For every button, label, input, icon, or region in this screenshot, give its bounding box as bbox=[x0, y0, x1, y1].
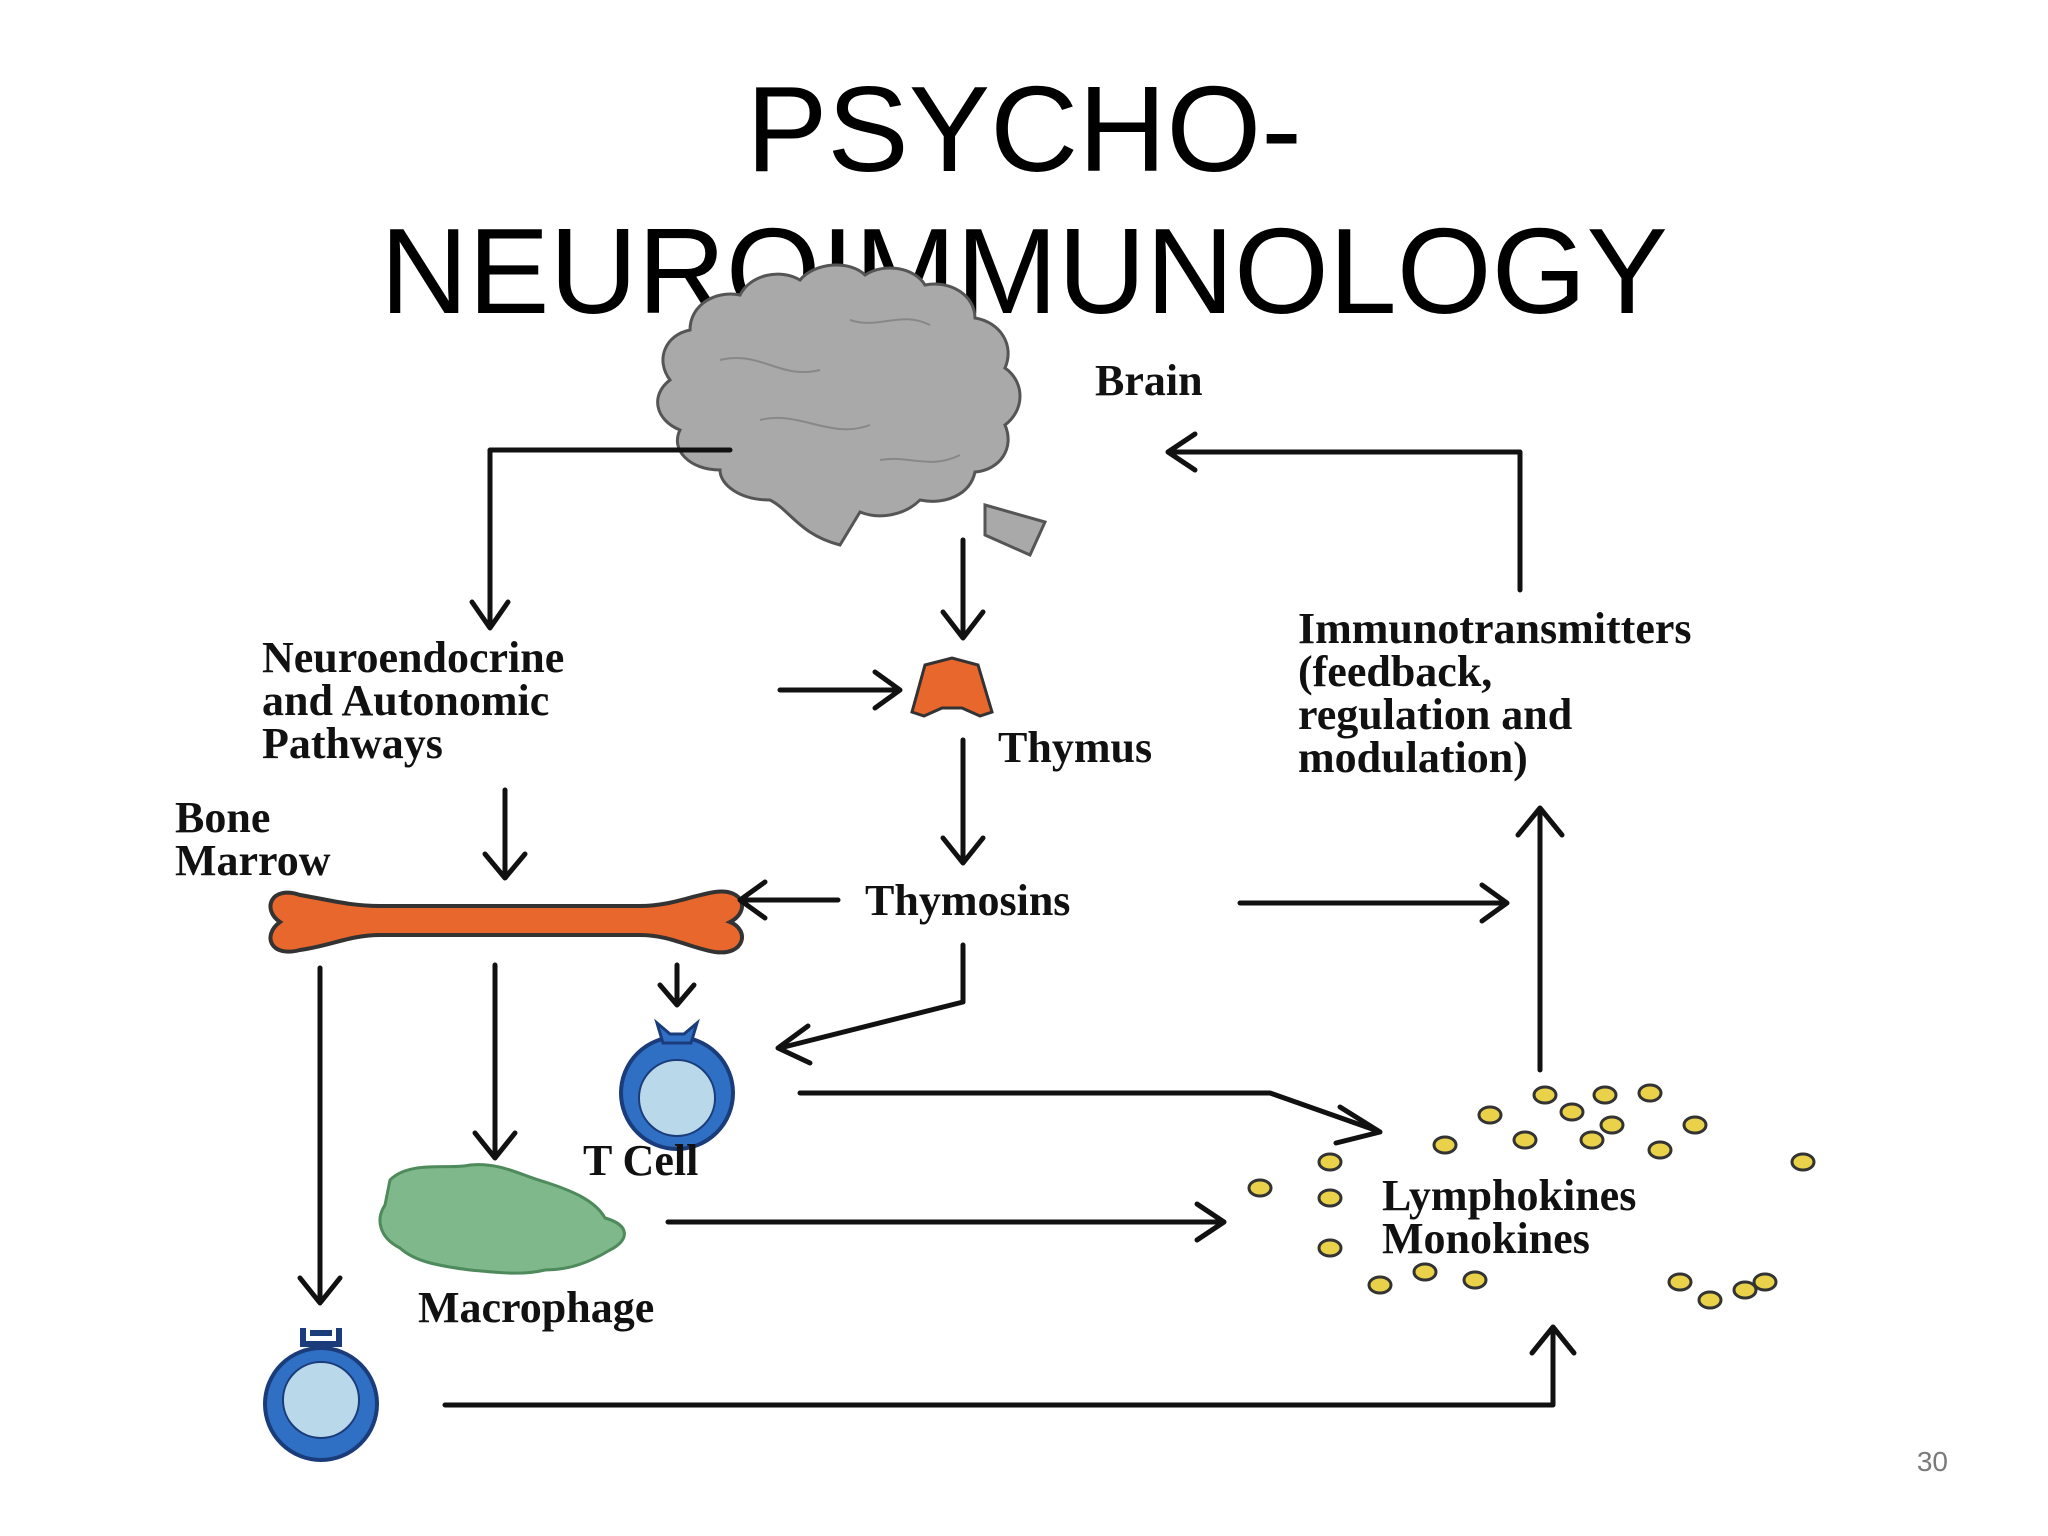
neuroendocrine-label-line-1: Neuroendocrine bbox=[262, 633, 564, 682]
brain-icon bbox=[656, 263, 1048, 557]
neuroendocrine-label-line-3: Pathways bbox=[262, 719, 443, 768]
arrow-thymosins-to-tcell bbox=[775, 942, 966, 1066]
arrow-immunotransmitters-to-brain bbox=[1165, 431, 1523, 593]
immunotransmitters-label-line-2: (feedback, bbox=[1298, 647, 1492, 696]
arrow-bone-to-macrophage bbox=[472, 962, 518, 1161]
arrow-thymus-to-thymosins bbox=[940, 737, 986, 866]
macrophage-label: Macrophage bbox=[418, 1283, 654, 1332]
immunotransmitters-label-line-4: modulation) bbox=[1298, 733, 1528, 782]
neuroendocrine-label: Neuroendocrine and Autonomic Pathways bbox=[262, 633, 564, 768]
title-line-1: PSYCHO- bbox=[746, 61, 1302, 197]
cytokine-dots bbox=[1247, 1083, 1816, 1310]
immunotransmitters-label: Immunotransmitters (feedback, regulation… bbox=[1298, 604, 1692, 782]
arrow-thymosins-to-right bbox=[1237, 882, 1510, 924]
slide-title: PSYCHO- NEUROIMMUNOLOGY bbox=[0, 58, 2048, 342]
bone-marrow-label-line-2: Marrow bbox=[175, 836, 331, 885]
macrophage-icon bbox=[378, 1163, 626, 1275]
arrow-bone-to-tcell bbox=[657, 962, 697, 1008]
arrow-b-cell-to-cytokines bbox=[442, 1324, 1577, 1408]
arrow-bone-to-b-cell bbox=[297, 965, 343, 1306]
monokines-label: Monokines bbox=[1382, 1214, 1590, 1263]
cytokines-label: Lymphokines Monokines bbox=[1382, 1171, 1636, 1263]
title-line-2: NEUROIMMUNOLOGY bbox=[380, 203, 1668, 339]
b-cell-icon bbox=[263, 1328, 379, 1462]
arrow-thymosins-to-bone bbox=[737, 879, 841, 921]
arrow-neuroendocrine-to-bone bbox=[482, 787, 528, 881]
thymus-icon bbox=[910, 656, 994, 718]
bone-marrow-label: Bone Marrow bbox=[175, 793, 331, 885]
bone-marrow-label-line-1: Bone bbox=[175, 793, 270, 842]
arrow-neuroendocrine-to-thymus bbox=[777, 669, 903, 711]
immunotransmitters-label-line-1: Immunotransmitters bbox=[1298, 604, 1692, 653]
t-cell-label: T Cell bbox=[583, 1136, 698, 1185]
neuroendocrine-label-line-2: and Autonomic bbox=[262, 676, 549, 725]
arrow-brain-to-thymus bbox=[940, 537, 986, 641]
bone-marrow-icon bbox=[268, 889, 744, 955]
t-cell-icon bbox=[619, 1018, 735, 1151]
arrow-immune-to-immunotransmitters bbox=[1515, 805, 1565, 1073]
page-number: 30 bbox=[1916, 1446, 1948, 1477]
thymosins-label: Thymosins bbox=[865, 876, 1070, 925]
lymphokines-label: Lymphokines bbox=[1382, 1171, 1636, 1220]
arrow-tcell-to-cytokines bbox=[797, 1090, 1383, 1146]
arrow-macrophage-to-cytokines bbox=[665, 1201, 1227, 1243]
immunotransmitters-label-line-3: regulation and bbox=[1298, 690, 1572, 739]
brain-label: Brain bbox=[1095, 356, 1203, 405]
thymus-label: Thymus bbox=[998, 723, 1152, 772]
arrow-brain-to-neuroendocrine bbox=[469, 447, 733, 631]
